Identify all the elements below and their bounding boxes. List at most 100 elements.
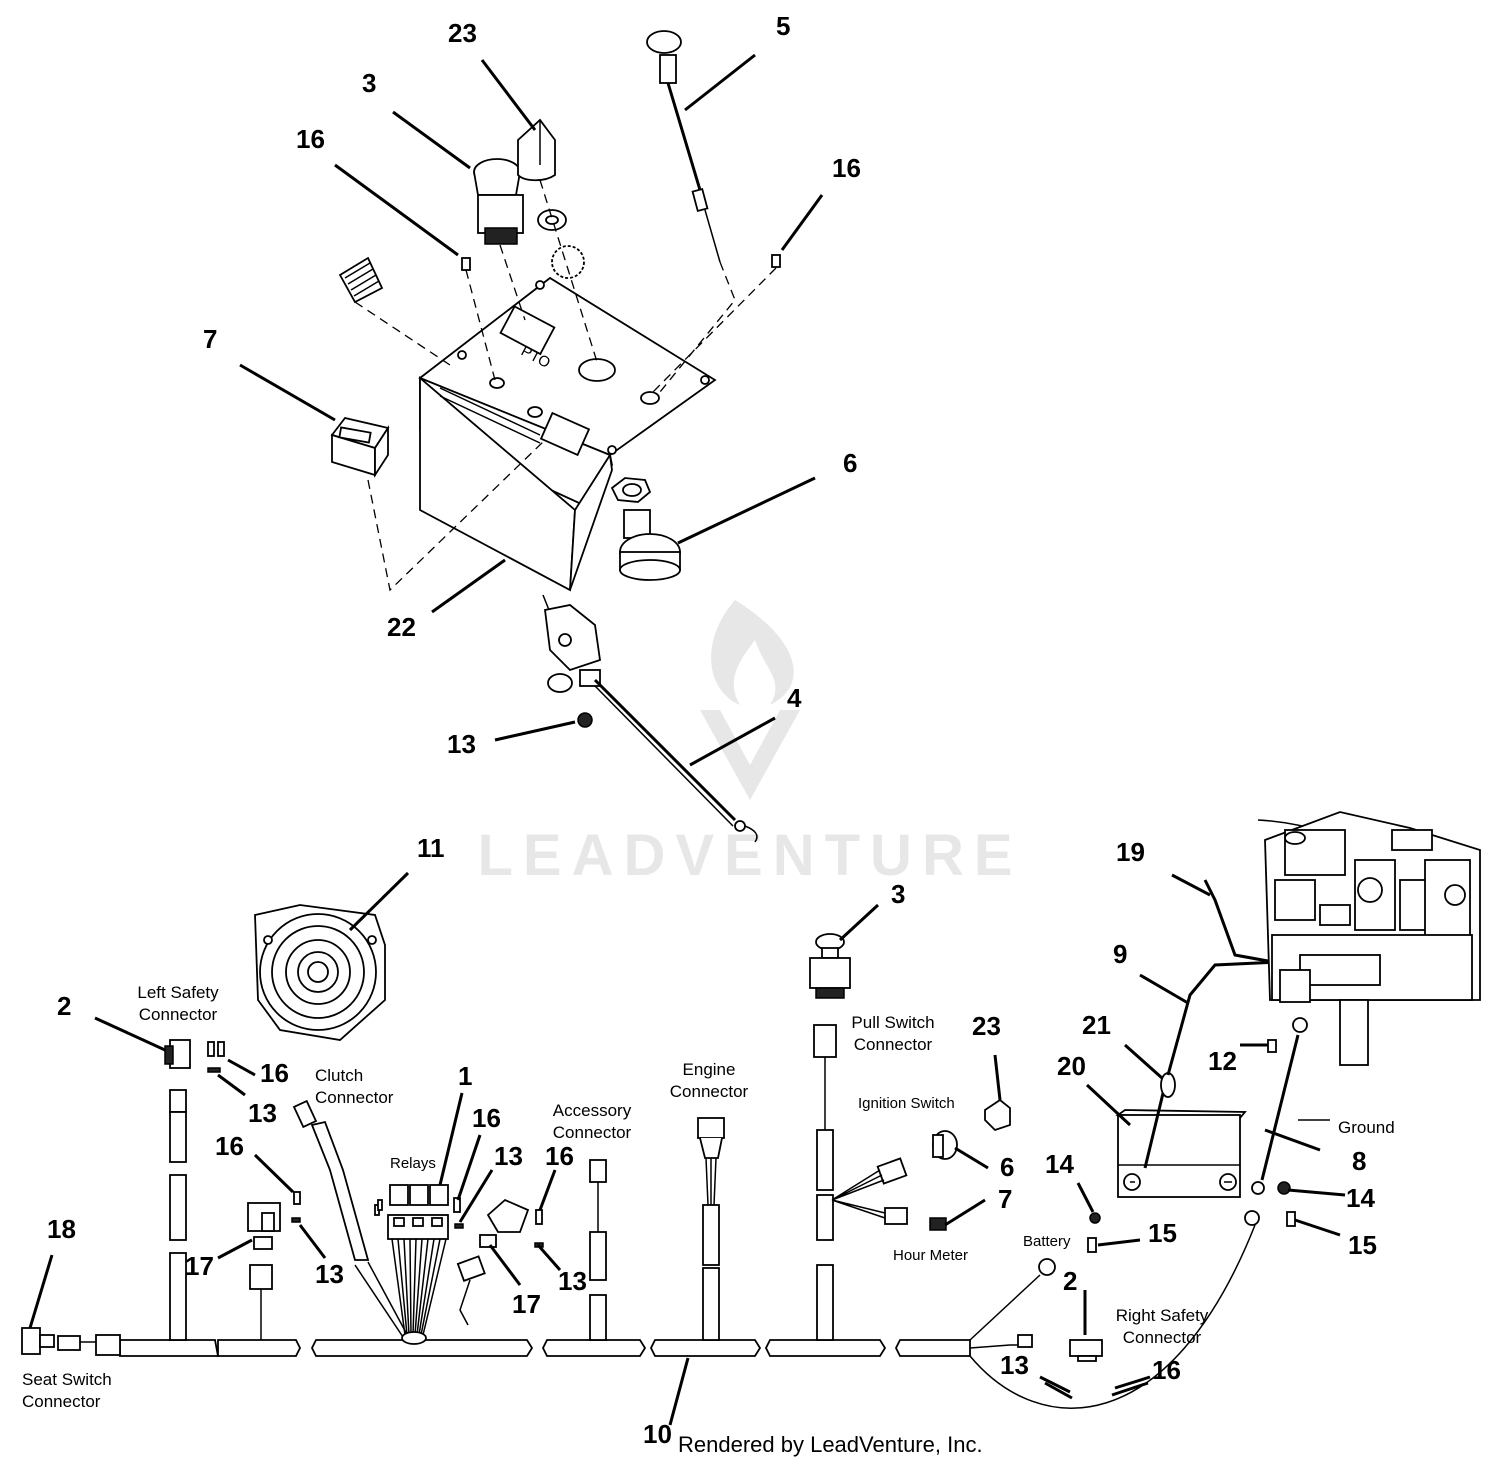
callout-17-right: 17 [512, 1289, 541, 1319]
callout-2-right: 2 [1063, 1266, 1077, 1296]
label-accessory-1: Accessory [553, 1101, 632, 1120]
resistor-17-left [247, 1191, 301, 1340]
ignition-switch-top [610, 477, 681, 581]
screw-16-left [461, 257, 471, 271]
callout-16-acc: 16 [545, 1141, 574, 1171]
label-right-safety-1: Right Safety [1116, 1306, 1209, 1325]
label-left-safety-2: Connector [139, 1005, 218, 1024]
clutch [254, 904, 386, 1041]
hour-meter-mid [929, 1217, 947, 1231]
callout-8: 8 [1352, 1146, 1366, 1176]
callout-23-mid: 23 [972, 1011, 1001, 1041]
callout-13-top: 13 [447, 729, 476, 759]
callout-22: 22 [387, 612, 416, 642]
relays [377, 1184, 464, 1345]
callout-13-relay: 13 [494, 1141, 523, 1171]
key-switch-hole [578, 358, 616, 382]
callout-7-top: 7 [203, 324, 217, 354]
callout-12: 12 [1208, 1046, 1237, 1076]
callout-4: 4 [787, 683, 802, 713]
watermark: LEADVENTURE [477, 600, 1022, 888]
callout-19: 19 [1116, 837, 1145, 867]
main-harness [119, 1339, 971, 1357]
battery-cables [1143, 960, 1308, 1195]
watermark-text: LEADVENTURE [477, 823, 1022, 888]
callout-16-relay: 16 [472, 1103, 501, 1133]
battery [1115, 1109, 1247, 1198]
ignition-switch-mid [831, 1098, 1011, 1225]
label-seat-switch-1: Seat Switch [22, 1370, 112, 1389]
label-engine-1: Engine [683, 1060, 736, 1079]
callout-5: 5 [776, 11, 790, 41]
callout-18: 18 [47, 1214, 76, 1244]
label-clutch-2: Connector [315, 1088, 394, 1107]
label-clutch-1: Clutch [315, 1066, 363, 1085]
engine-detail [1257, 811, 1481, 1066]
pto-switch-opening [499, 305, 556, 356]
callout-7-mid: 7 [998, 1184, 1012, 1214]
callout-16-left: 16 [260, 1058, 289, 1088]
wire-19 [1203, 879, 1291, 967]
pull-switch-mid [809, 933, 851, 1341]
label-hour-meter: Hour Meter [893, 1247, 968, 1264]
seat-switch-connector [21, 1327, 121, 1356]
callout-10: 10 [643, 1419, 672, 1449]
callout-13-left: 13 [248, 1098, 277, 1128]
label-pull-switch-2: Connector [854, 1035, 933, 1054]
nut-13-top [577, 712, 593, 728]
connector-17-right [456, 1198, 544, 1326]
text-labels: Left Safety Connector Clutch Connector R… [22, 983, 1395, 1411]
label-relays: Relays [390, 1155, 436, 1172]
callout-16-lower: 16 [215, 1131, 244, 1161]
callout-3-mid: 3 [891, 879, 905, 909]
callout-21: 21 [1082, 1010, 1111, 1040]
label-right-safety-2: Connector [1123, 1328, 1202, 1347]
meter-opening [539, 411, 591, 457]
leaders-upper [239, 53, 824, 767]
callout-13-acc: 13 [558, 1266, 587, 1296]
choke-hole [640, 391, 660, 405]
callout-15-left: 15 [1148, 1218, 1177, 1248]
callout-13-lower: 13 [315, 1259, 344, 1289]
pull-switch-top [473, 158, 524, 245]
control-panel-assembly: PTO [418, 276, 717, 592]
callout-13-right: 13 [1000, 1350, 1029, 1380]
callout-14-right: 14 [1346, 1183, 1375, 1213]
callout-6-mid: 6 [1000, 1152, 1014, 1182]
left-safety-branch [164, 1039, 225, 1341]
label-battery: Battery [1023, 1233, 1071, 1250]
engine-connector [697, 1117, 725, 1341]
battery-branch [969, 1181, 1296, 1409]
callout-16-right: 16 [1152, 1355, 1181, 1385]
callout-11: 11 [417, 833, 445, 863]
ignition-key-top [517, 118, 585, 279]
accessory-connector [589, 1159, 607, 1341]
clutch-connector [292, 1099, 411, 1341]
callout-9: 9 [1113, 939, 1127, 969]
callout-16-top-left: 16 [296, 124, 325, 154]
label-left-safety-1: Left Safety [137, 983, 219, 1002]
screw-16-right [771, 254, 781, 268]
hour-meter-top [330, 416, 390, 479]
callout-15-right: 15 [1348, 1230, 1377, 1260]
throttle-cable [542, 594, 758, 843]
callout-23-top: 23 [448, 18, 477, 48]
callout-17-left: 17 [185, 1251, 214, 1281]
callout-6-top: 6 [843, 448, 857, 478]
callout-2-left: 2 [57, 991, 71, 1021]
label-ground: Ground [1338, 1118, 1395, 1137]
leaders-lower [28, 871, 1346, 1426]
throttle-knob [338, 256, 384, 304]
callout-numbers: 23 3 5 16 16 7 6 22 4 13 11 3 19 9 21 12… [47, 11, 1377, 1449]
label-seat-switch-2: Connector [22, 1392, 101, 1411]
label-accessory-2: Connector [553, 1123, 632, 1142]
label-engine-2: Connector [670, 1082, 749, 1101]
callout-3-top: 3 [362, 68, 376, 98]
footer-credit: Rendered by LeadVenture, Inc. [678, 1432, 983, 1457]
callout-16-top-right: 16 [832, 153, 861, 183]
choke-cable [646, 30, 721, 263]
callout-20: 20 [1057, 1051, 1086, 1081]
label-ignition-switch: Ignition Switch [858, 1095, 955, 1112]
callout-14-left: 14 [1045, 1149, 1074, 1179]
